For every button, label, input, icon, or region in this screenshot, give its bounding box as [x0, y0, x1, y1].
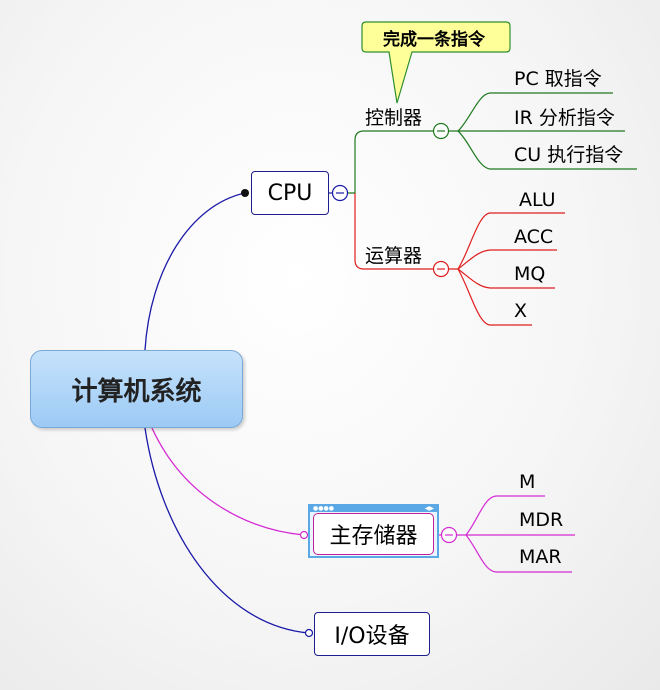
connector-dot-cpu [241, 189, 249, 197]
connector-dot-io [304, 628, 314, 638]
selection-arrows-icon: ◀▶ [424, 505, 434, 512]
alu-child-acc[interactable]: ACC [514, 226, 554, 248]
connector-alu-acc [457, 249, 557, 270]
controller-topic[interactable]: 控制器 [365, 107, 423, 129]
connector-root-memory [151, 427, 305, 536]
callout-bubble [361, 21, 511, 104]
alu-child-mq[interactable]: MQ [514, 263, 546, 285]
root-topic[interactable]: 计算机系统 [30, 350, 243, 428]
memory-child-mdr[interactable]: MDR [519, 509, 564, 531]
selection-dots-icon: ●●●● [313, 505, 334, 512]
connector-alu-x [457, 268, 532, 326]
connector-controller-cu [457, 130, 637, 170]
connector-alu-mq [457, 268, 555, 289]
connector-memory-mar [465, 534, 572, 573]
alu-child-alu[interactable]: ALU [519, 189, 556, 211]
connector-root-io [144, 427, 310, 634]
selection-handle-bar[interactable]: ●●●● ◀▶ [310, 506, 437, 512]
alu-unit-topic[interactable]: 运算器 [365, 245, 423, 267]
connector-cpu-controller [348, 130, 434, 194]
controller-callout-text: 完成一条指令 [383, 29, 485, 50]
io-topic[interactable]: I/O设备 [314, 612, 430, 656]
controller-child-cu[interactable]: CU 执行指令 [514, 144, 624, 166]
alu-child-x[interactable]: X [514, 300, 528, 322]
controller-child-ir[interactable]: IR 分析指令 [514, 107, 615, 129]
connector-cpu-alu [354, 193, 434, 270]
connector-dot-memory [299, 530, 309, 540]
controller-child-pc[interactable]: PC 取指令 [514, 68, 602, 90]
cpu-topic[interactable]: CPU [251, 171, 329, 215]
memory-child-mar[interactable]: MAR [519, 546, 562, 568]
connector-root-cpu [144, 192, 246, 351]
memory-topic[interactable]: 主存储器 [313, 513, 434, 555]
memory-child-m[interactable]: M [519, 471, 536, 493]
